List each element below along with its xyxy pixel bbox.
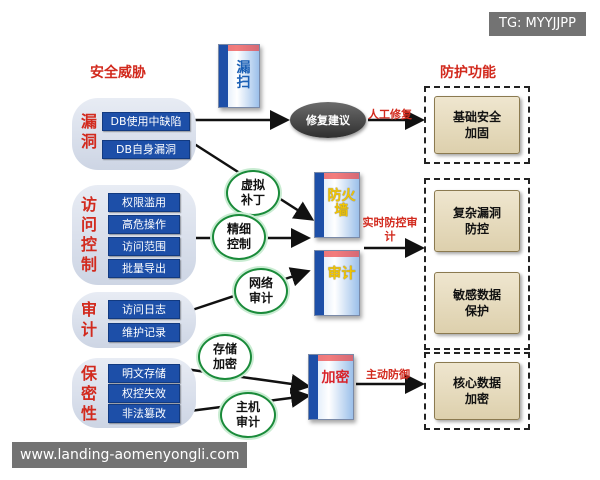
threat-item: 明文存储 [108,364,180,383]
threat-item: 访问日志 [108,300,180,319]
threat-group-confidentiality: 保密 性 明文存储 权控失效 非法篡改 [72,358,196,428]
threat-item: DB使用中缺陷 [102,112,190,131]
threat-item: 批量导出 [108,259,180,278]
threat-item: 权限滥用 [108,193,180,212]
arrow-confid-to-encrypt-a [177,366,311,394]
product-box-firewall: 防火墙 [314,172,360,238]
protection-heading: 防护功能 [440,65,496,81]
function-group-encryption: 核心数据加密 [424,352,530,430]
function-scroll: 基础安全加固 [434,96,520,154]
group-title: 漏洞 [80,112,97,151]
bubble-network-audit: 网络审计 [234,268,288,314]
label-realtime-audit: 实时防控审计 [362,216,418,243]
bubble-storage-encryption: 存储加密 [198,334,252,380]
threat-item: 维护记录 [108,323,180,342]
threat-item: 高危操作 [108,215,180,234]
product-box-scanner: 漏扫 [218,44,260,108]
function-group-hardening: 基础安全加固 [424,86,530,164]
bubble-host-audit: 主机审计 [220,392,276,438]
threat-group-vulnerability: 漏洞 DB使用中缺陷 DB自身漏洞 [72,98,196,170]
repair-suggestion-node: 修复建议 [290,102,366,138]
threat-item: DB自身漏洞 [102,140,190,159]
product-box-encryption: 加密 [308,354,354,420]
watermark-top: TG: MYYJJPP [489,12,586,36]
function-group-realtime: 复杂漏洞防控 敏感数据保护 [424,178,530,350]
product-box-audit: 审计 [314,250,360,316]
threat-item: 权控失效 [108,384,180,403]
threat-group-audit: 审计 访问日志 维护记录 [72,292,196,348]
threat-item: 访问范围 [108,237,180,256]
group-title: 访问 控制 [80,195,97,274]
label-active-defense: 主动防御 [366,368,410,381]
label-manual-fix: 人工修复 [368,108,412,121]
bubble-virtual-patch: 虚拟补丁 [226,170,280,216]
group-title: 保密 性 [80,364,97,423]
threat-item: 非法篡改 [108,404,180,423]
bubble-fine-control: 精细控制 [212,214,266,260]
threat-group-access-control: 访问 控制 权限滥用 高危操作 访问范围 批量导出 [72,185,196,285]
function-scroll: 核心数据加密 [434,362,520,420]
function-scroll: 敏感数据保护 [434,272,520,334]
watermark-bottom: www.landing-aomenyongli.com [12,442,248,468]
threats-heading: 安全威胁 [90,65,146,81]
function-scroll: 复杂漏洞防控 [434,190,520,252]
group-title: 审计 [80,300,97,339]
